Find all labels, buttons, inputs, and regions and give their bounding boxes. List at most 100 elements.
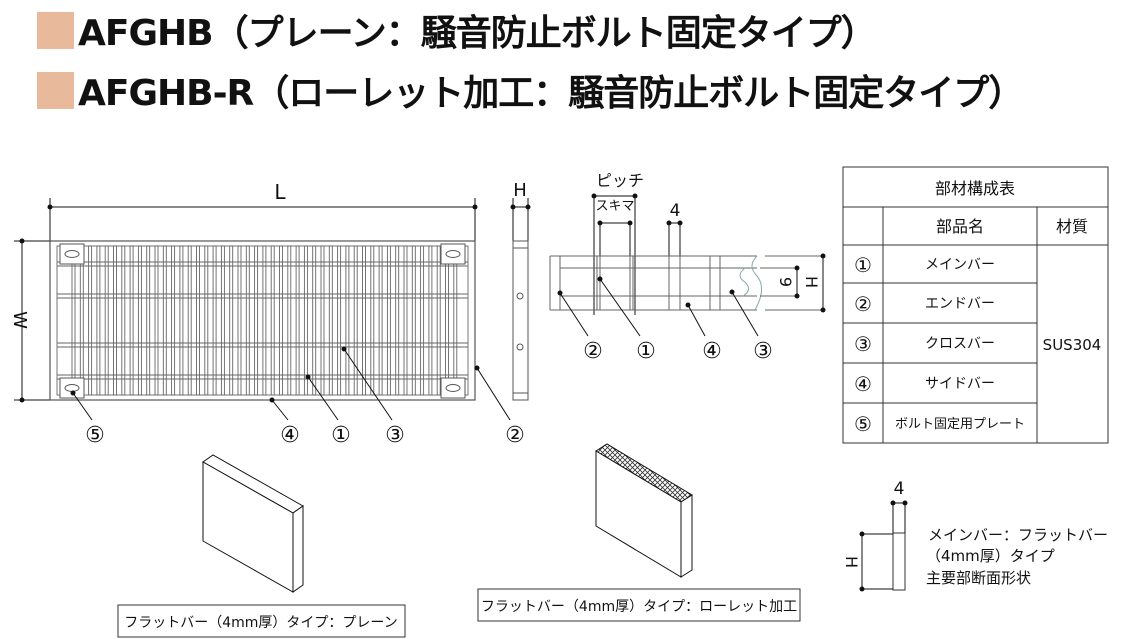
length-dimension [47, 198, 478, 241]
thickness-label: 4 [670, 201, 681, 221]
main-bar [137, 245, 142, 396]
main-bar [420, 245, 425, 396]
side-view [512, 240, 529, 401]
main-bar [295, 245, 300, 396]
section-desc-1: メインバー：フラットバー [928, 526, 1108, 544]
callout-1: ① [331, 423, 351, 448]
main-bar [220, 245, 225, 396]
main-bar [179, 245, 184, 396]
bolt-slot-icon [64, 250, 80, 258]
callout-3: ③ [385, 423, 405, 448]
plain-caption: フラットバー（4mm厚）タイプ：プレーン [124, 615, 397, 631]
main-bar [229, 245, 234, 396]
main-bar [79, 245, 84, 396]
callout-4: ④ [280, 423, 300, 448]
callout-5: ⑤ [85, 423, 105, 448]
title-text: AFGHB-R（ローレット加工：騒音防止ボルト固定タイプ） [78, 73, 1024, 114]
knurled-caption-box [477, 588, 801, 622]
title-plain: AFGHB（プレーン：騒音防止ボルト固定タイプ） [37, 4, 877, 56]
main-bar [121, 245, 126, 396]
main-bar [362, 245, 366, 396]
grating-bars [56, 243, 469, 399]
plan-leaders [70, 346, 511, 421]
row-part-name: ボルト固定用プレート [895, 417, 1025, 432]
knurled-bar-illustration [595, 443, 693, 578]
main-bar [113, 245, 117, 396]
bolt-slot-icon [445, 384, 461, 392]
bolt-slot-icon [445, 250, 461, 258]
table-title: 部材構成表 [935, 179, 1015, 198]
header-part-name: 部品名 [936, 217, 984, 236]
main-bar [254, 245, 259, 396]
material-value: SUS304 [1043, 336, 1102, 354]
knurled-caption: フラットバー（4mm厚）タイプ：ローレット加工 [481, 599, 797, 615]
cross-height-label: 9 [776, 277, 795, 287]
main-bar [245, 245, 250, 396]
main-bar [129, 245, 134, 396]
main-bar [403, 245, 408, 396]
row-number: ③ [854, 332, 872, 356]
main-bar [154, 245, 159, 396]
section-desc-3: 主要部断面形状 [926, 569, 1031, 587]
bolt-plate [59, 243, 85, 265]
title-marker [37, 11, 74, 49]
main-bar [445, 245, 449, 396]
plan-view: L W H ⑤ ④ ① ③ ② [9, 180, 531, 448]
main-bar [279, 245, 283, 396]
main-bar [270, 245, 275, 396]
bolt-plate [440, 243, 466, 265]
row-part-name: メインバー [925, 257, 995, 273]
main-bar [212, 245, 217, 396]
main-bar [395, 245, 400, 396]
main-bar [453, 245, 458, 396]
main-bar [337, 245, 342, 396]
bolt-plate [59, 377, 85, 399]
main-bar [436, 245, 441, 396]
length-label: L [274, 180, 286, 204]
row-number: ④ [854, 372, 872, 396]
main-bar [345, 245, 350, 396]
pitch-label: ピッチ [596, 171, 644, 190]
row-number: ② [854, 292, 872, 316]
title-knurled: AFGHB-R（ローレット加工：騒音防止ボルト固定タイプ） [37, 64, 1024, 116]
title-text: AFGHB（プレーン：騒音防止ボルト固定タイプ） [78, 13, 877, 54]
main-bar [370, 245, 375, 396]
height-label: H [513, 180, 527, 201]
header-material: 材質 [1056, 217, 1088, 236]
main-bar [71, 245, 76, 396]
main-bar [146, 245, 151, 396]
row-part-name: サイドバー [925, 376, 995, 392]
main-bar [196, 245, 200, 396]
main-bar [187, 245, 192, 396]
callout-2: ② [505, 423, 525, 448]
title-marker [37, 71, 74, 109]
main-bar [303, 245, 308, 396]
main-bar [411, 245, 416, 396]
section-view: ピッチ スキマ 4 9 H [549, 171, 826, 364]
main-bar [320, 245, 325, 396]
row-part-name: エンドバー [925, 296, 995, 312]
main-bar [104, 245, 109, 396]
plain-bar-illustration [202, 454, 304, 593]
main-bar [88, 245, 93, 396]
main-bar [237, 245, 242, 396]
main-bar [162, 245, 167, 396]
row-number: ⑤ [854, 412, 872, 436]
section-height-label: H [842, 556, 861, 568]
height-dimension [510, 198, 531, 241]
main-bar [428, 245, 433, 396]
section-h-label: H [802, 276, 821, 288]
main-bar-section [859, 500, 908, 592]
gap-label: スキマ [595, 199, 634, 214]
width-dimension [14, 238, 50, 403]
section-callout-4: ④ [702, 339, 722, 364]
section-callout-1: ① [636, 339, 656, 364]
main-bar [386, 245, 391, 396]
section-callout-2: ② [583, 339, 603, 364]
grating-frame [49, 240, 476, 401]
row-part-name: クロスバー [925, 336, 995, 352]
main-bar [287, 245, 292, 396]
main-bar [353, 245, 358, 396]
width-label: W [9, 311, 30, 329]
